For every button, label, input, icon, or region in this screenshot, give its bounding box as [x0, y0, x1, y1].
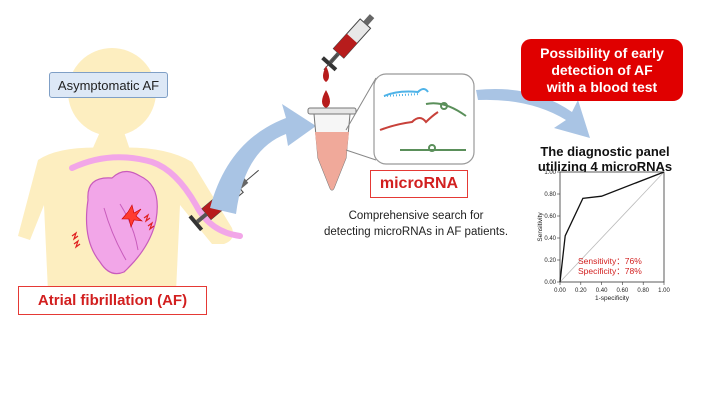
blood-drop	[323, 66, 329, 82]
asymptomatic-af-label: Asymptomatic AF	[49, 72, 168, 98]
test-tube-icon	[307, 107, 357, 191]
y-tick-label: 0.00	[544, 280, 556, 286]
y-tick-label: 0.20	[544, 258, 556, 264]
y-tick-label: 1.00	[544, 170, 556, 176]
y-axis-label: Sensitivity	[537, 212, 544, 242]
tremor-marks	[71, 213, 155, 249]
arrow-to-tube	[210, 104, 316, 214]
blood-drop	[322, 90, 330, 108]
y-tick-label: 0.40	[544, 236, 556, 242]
reference-line	[559, 171, 665, 283]
y-tick-label: 0.80	[544, 192, 556, 198]
x-tick-label: 1.00	[658, 288, 670, 294]
early-detection-callout: Possibility of early detection of AF wit…	[521, 39, 683, 101]
x-tick-label: 0.00	[554, 288, 566, 294]
atrial-fibrillation-label: Atrial fibrillation (AF)	[18, 286, 207, 315]
zoom-line	[345, 77, 377, 131]
chart-annotation: Specificity：78%	[578, 266, 642, 276]
chart-annotation: Sensitivity：76%	[578, 256, 642, 266]
zoom-line	[345, 149, 377, 161]
x-tick-label: 0.60	[617, 288, 629, 294]
heart-icon	[85, 170, 158, 275]
x-tick-label: 0.20	[575, 288, 587, 294]
microrna-strands-icon	[379, 88, 467, 152]
x-tick-label: 0.80	[637, 288, 649, 294]
syringe-top-icon	[321, 14, 375, 72]
blood-vessel	[69, 154, 243, 239]
y-tick-label: 0.60	[544, 214, 556, 220]
roc-chart: 0.00 0.20 0.40 0.60 0.80 1.00 0.00 0.20 0.40 0.60…	[537, 170, 670, 302]
arrow-to-panel	[476, 88, 590, 138]
x-tick-label: 0.40	[596, 288, 608, 294]
search-description: Comprehensive search for detecting micro…	[323, 210, 509, 238]
roc-curve	[559, 171, 665, 283]
x-axis-label: 1-specificity	[595, 295, 630, 302]
microrna-label: microRNA	[370, 170, 468, 198]
diagnostic-panel-title: The diagnostic panel utilizing 4 microRN…	[537, 144, 673, 174]
